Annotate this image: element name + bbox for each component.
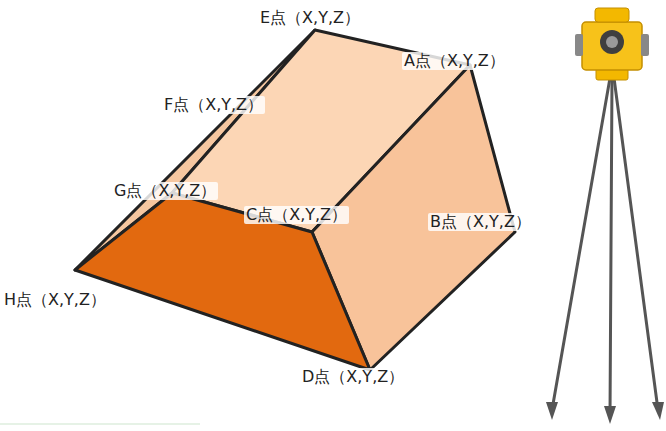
point-label: A点（X,Y,Z）	[402, 52, 507, 70]
point-label: C点（X,Y,Z）	[244, 206, 349, 224]
base-line	[0, 423, 200, 425]
point-label: F点（X,Y,Z）	[162, 96, 265, 114]
front-face	[75, 193, 370, 370]
total-station	[546, 8, 664, 424]
point-label: H点（X,Y,Z）	[2, 291, 108, 309]
point-label: G点（X,Y,Z）	[112, 182, 218, 200]
point-label: E点（X,Y,Z）	[258, 9, 362, 27]
point-label: D点（X,Y,Z）	[300, 368, 406, 386]
point-label: B点（X,Y,Z）	[428, 213, 533, 231]
